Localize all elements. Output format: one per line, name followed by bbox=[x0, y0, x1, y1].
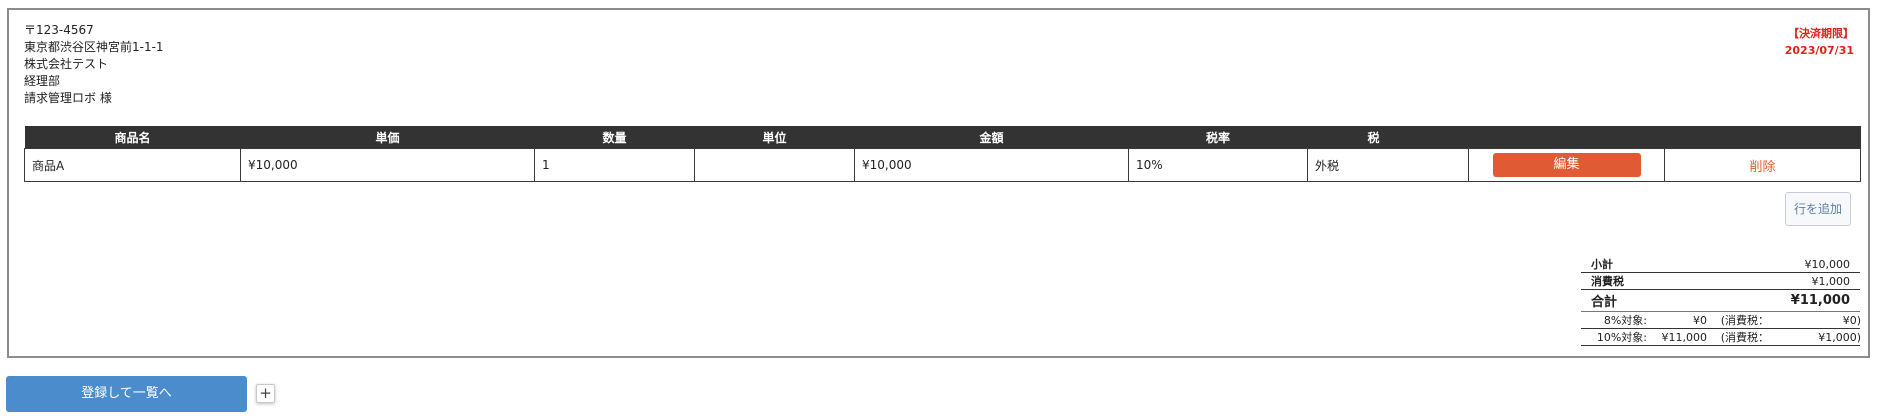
table-header-row: 商品名 単価 数量 単位 金額 税率 税 bbox=[24, 126, 1861, 149]
header-amount: 金額 bbox=[854, 126, 1129, 149]
breakdown-label: 8%対象: bbox=[1603, 314, 1647, 327]
postal-code: 〒123-4567 bbox=[24, 23, 94, 37]
cell-unit bbox=[694, 148, 855, 182]
cell-unit-price: ¥10,000 bbox=[240, 148, 535, 182]
breakdown-tax: ¥0) bbox=[1842, 313, 1861, 327]
recipient-name: 請求管理ロボ 様 bbox=[24, 91, 112, 105]
tax-row: 消費税 ¥1,000 bbox=[1581, 273, 1860, 290]
breakdown-tax: ¥1,000) bbox=[1818, 330, 1861, 344]
header-unit-price: 単価 bbox=[240, 126, 535, 149]
cell-tax-rate: 10% bbox=[1128, 148, 1308, 182]
totals-summary: 小計 ¥10,000 消費税 ¥1,000 合計 ¥11,000 8%対象: ¥… bbox=[1581, 256, 1861, 346]
subtotal-row: 小計 ¥10,000 bbox=[1581, 256, 1860, 273]
cell-amount: ¥10,000 bbox=[854, 148, 1129, 182]
breakdown-tax-label: (消費税： bbox=[1720, 331, 1769, 344]
tax-breakdown-10: 10%対象: ¥11,000 (消費税： ¥1,000) bbox=[1581, 329, 1861, 346]
tax-value: ¥1,000 bbox=[1811, 274, 1851, 288]
total-row: 合計 ¥11,000 bbox=[1581, 290, 1860, 312]
deadline-date: 2023/07/31 bbox=[1784, 44, 1854, 57]
breakdown-label: 10%対象: bbox=[1596, 331, 1647, 344]
cell-edit: 編集 bbox=[1468, 148, 1665, 182]
header-delete bbox=[1664, 126, 1861, 149]
plus-icon[interactable]: + bbox=[256, 384, 275, 403]
header-quantity: 数量 bbox=[534, 126, 695, 149]
add-row-button[interactable]: 行を追加 bbox=[1785, 192, 1851, 226]
edit-button[interactable]: 編集 bbox=[1492, 153, 1641, 177]
breakdown-amount: ¥11,000 bbox=[1661, 330, 1708, 344]
delete-link[interactable]: 削除 bbox=[1749, 159, 1776, 175]
tax-label: 消費税 bbox=[1591, 275, 1624, 288]
cell-product-name: 商品A bbox=[24, 148, 241, 182]
subtotal-label: 小計 bbox=[1591, 258, 1613, 271]
invoice-panel: 〒123-4567 東京都渋谷区神宮前1-1-1 株式会社テスト 経理部 請求管… bbox=[7, 8, 1870, 358]
header-tax-rate: 税率 bbox=[1128, 126, 1308, 149]
company-name: 株式会社テスト bbox=[24, 57, 109, 71]
breakdown-amount: ¥0 bbox=[1693, 313, 1707, 327]
department-name: 経理部 bbox=[24, 74, 61, 88]
header-unit: 単位 bbox=[694, 126, 855, 149]
cell-tax-type: 外税 bbox=[1307, 148, 1469, 182]
total-label: 合計 bbox=[1591, 295, 1618, 310]
cell-quantity: 1 bbox=[534, 148, 695, 182]
billing-address: 〒123-4567 東京都渋谷区神宮前1-1-1 株式会社テスト 経理部 請求管… bbox=[24, 22, 164, 107]
deadline-label: 【決済期限】 bbox=[1788, 27, 1854, 40]
line-items-table: 商品名 単価 数量 単位 金額 税率 税 商品A ¥10,000 1 ¥10,0… bbox=[24, 126, 1861, 182]
breakdown-tax-label: (消費税： bbox=[1720, 314, 1769, 327]
header-tax-type: 税 bbox=[1307, 126, 1469, 149]
register-and-list-button[interactable]: 登録して一覧へ bbox=[6, 376, 247, 412]
street-address: 東京都渋谷区神宮前1-1-1 bbox=[24, 40, 164, 54]
cell-delete: 削除 bbox=[1664, 148, 1861, 182]
header-product-name: 商品名 bbox=[24, 126, 241, 149]
tax-breakdown-8: 8%対象: ¥0 (消費税： ¥0) bbox=[1581, 312, 1861, 329]
table-row: 商品A ¥10,000 1 ¥10,000 10% 外税 編集 削除 bbox=[24, 148, 1861, 182]
subtotal-value: ¥10,000 bbox=[1804, 257, 1851, 271]
payment-deadline: 【決済期限】 2023/07/31 bbox=[1785, 25, 1854, 59]
header-edit bbox=[1468, 126, 1665, 149]
total-value: ¥11,000 bbox=[1790, 293, 1850, 308]
